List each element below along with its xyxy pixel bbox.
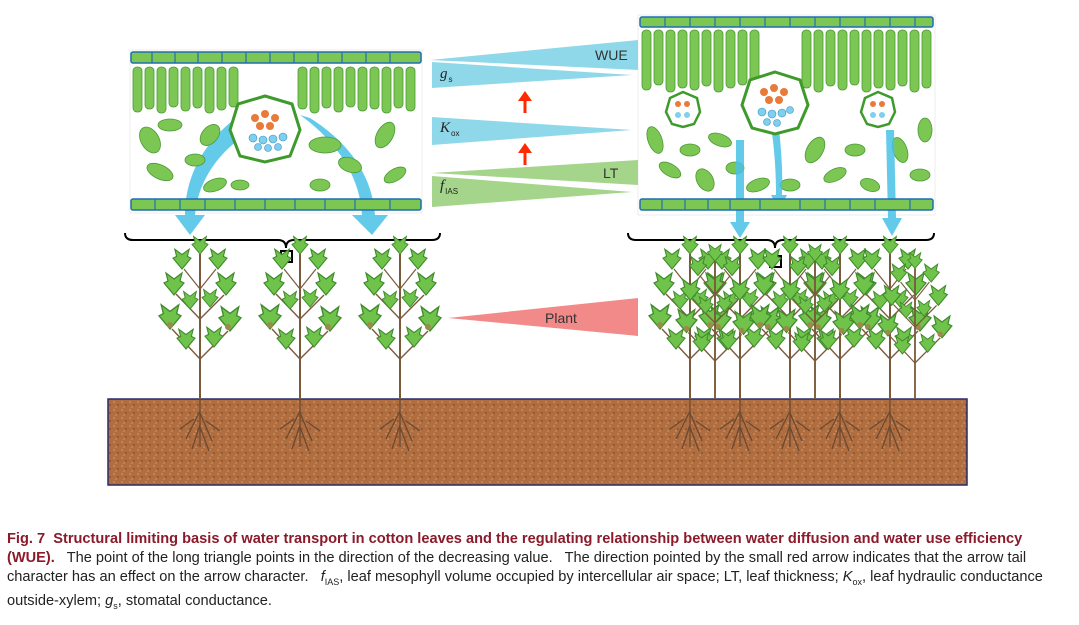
svg-text:fIAS: fIAS: [440, 178, 458, 196]
caption-fias-symbol: f: [320, 569, 325, 585]
figure-caption: Fig. 7 Structural limiting basis of wate…: [7, 530, 1073, 616]
triangle-wue-label: WUE: [595, 47, 628, 63]
right-vascular-bundle-left: [664, 90, 702, 129]
triangle-wue: WUE: [430, 40, 638, 70]
triangle-fias-shape: [432, 176, 632, 207]
figure-diagram: WUE gs Kox LT fIAS Plant: [107, 14, 968, 486]
fias-symbol: f: [440, 178, 446, 194]
left-palisade-layer: [132, 66, 416, 114]
caption-sentence1: The point of the long triangle points in…: [66, 550, 553, 566]
left-vascular-bundle: [228, 94, 302, 164]
triangle-lt: LT: [432, 160, 638, 185]
caption-fig-label: Fig. 7: [7, 531, 46, 547]
gs-symbol: g: [440, 66, 448, 82]
caption-fias-sub: IAS: [324, 577, 340, 587]
left-plants: [159, 236, 441, 399]
red-arrow-lower: [518, 143, 532, 165]
right-water-flow: [730, 120, 902, 238]
triangle-kox-shape: [432, 117, 632, 145]
caption-sentence2: The direction pointed by the small red a…: [7, 550, 1027, 585]
triangle-plant: Plant: [448, 298, 638, 336]
triangle-lt-shape: [432, 160, 638, 185]
kox-subscript: ox: [451, 129, 459, 138]
caption-kox-symbol: K: [842, 569, 853, 585]
svg-text:gs: gs: [440, 66, 453, 84]
left-spongy-mesophyll: [139, 118, 407, 193]
triangle-fias: fIAS: [432, 176, 632, 207]
caption-gs-symbol: g: [105, 593, 114, 609]
triangle-wue-shape: [430, 40, 638, 70]
gs-subscript: s: [449, 75, 453, 84]
caption-title: Structural limiting basis of water trans…: [7, 531, 1023, 566]
left-leaf-section: [129, 49, 423, 235]
fias-subscript: IAS: [445, 187, 458, 196]
right-vascular-bundle-main: [740, 70, 810, 136]
right-plants: [649, 236, 952, 399]
triangle-plant-label: Plant: [545, 310, 577, 326]
triangle-gs-shape: [432, 62, 632, 88]
soil: [107, 398, 968, 486]
left-lower-epidermis: [130, 198, 422, 211]
right-leaf-section: [637, 14, 936, 238]
left-upper-epidermis: [130, 51, 422, 64]
right-vascular-bundle-right: [859, 90, 897, 129]
triangle-lt-label: LT: [603, 165, 619, 181]
kox-symbol: K: [439, 120, 451, 136]
caption-kox-def: , leaf hydraulic conductance outside-xyl…: [7, 569, 1043, 609]
right-lower-epidermis: [639, 198, 934, 211]
svg-text:Kox: Kox: [439, 120, 459, 138]
red-arrow-upper: [518, 91, 532, 113]
triangle-gs: gs: [432, 62, 632, 88]
right-upper-epidermis: [639, 16, 934, 28]
caption-fias-def: , leaf mesophyll volume occupied by inte…: [339, 569, 839, 585]
caption-kox-sub: ox: [852, 577, 862, 587]
triangle-kox: Kox: [432, 117, 632, 145]
right-palisade-layer: [641, 29, 932, 93]
caption-gs-def: , stomatal conductance.: [117, 593, 272, 609]
caption-gs-sub: s: [113, 601, 118, 611]
triangle-plant-shape: [448, 298, 638, 336]
